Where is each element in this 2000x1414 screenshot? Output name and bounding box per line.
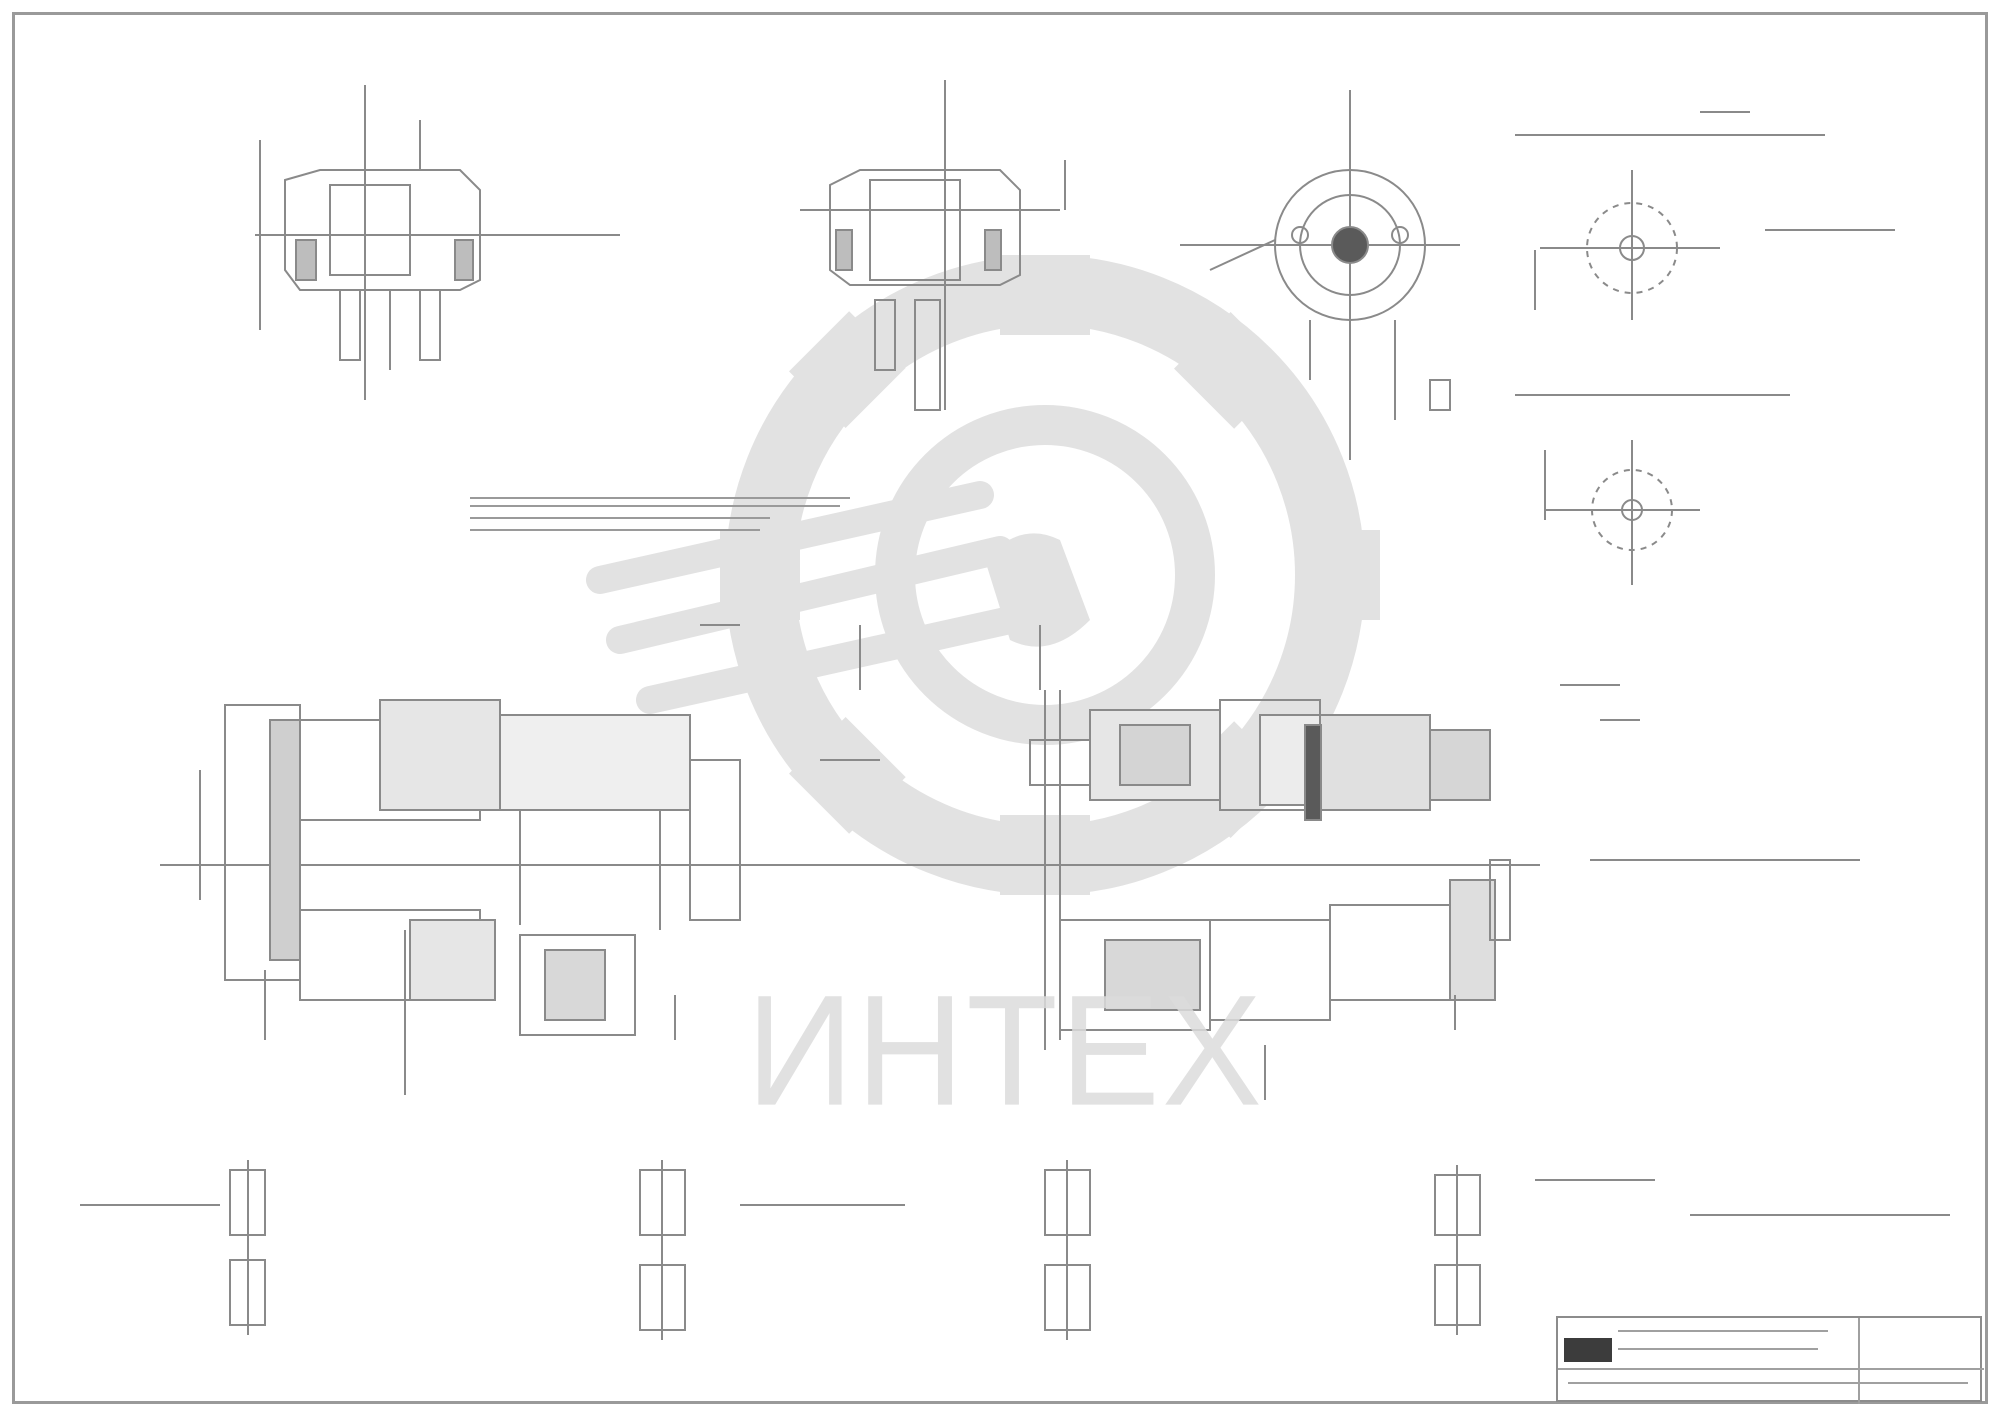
- title-line: [1618, 1330, 1828, 1332]
- view-top-2: [800, 80, 1066, 411]
- note-text-bar: [470, 497, 850, 531]
- title-divider: [1558, 1368, 1984, 1370]
- view-top-1: [255, 85, 620, 400]
- title-line: [1618, 1348, 1818, 1350]
- bottom-detail-sections: [80, 1160, 1950, 1340]
- view-top-3-flange: [1180, 90, 1460, 460]
- title-divider: [1858, 1318, 1860, 1404]
- title-line: [1568, 1382, 1968, 1384]
- watermark-text: ИНТЕХ: [746, 961, 1264, 1139]
- drawing-frame: [12, 12, 1988, 1404]
- title-block: [1556, 1316, 1984, 1404]
- main-section-view: [160, 624, 1860, 1100]
- pin-pattern-views: [1515, 111, 1895, 585]
- company-logo-icon: [1564, 1338, 1612, 1362]
